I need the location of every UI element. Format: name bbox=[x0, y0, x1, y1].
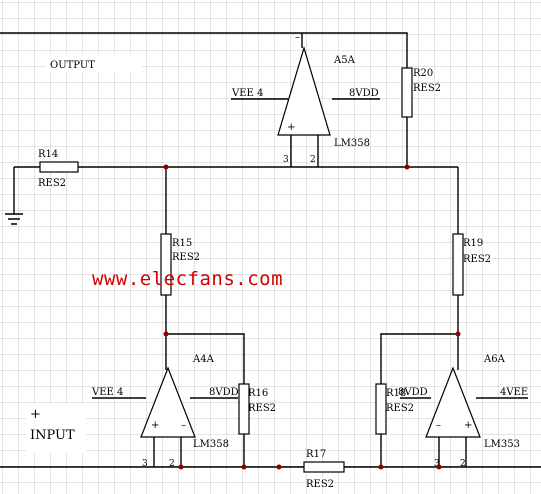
opamp-a5a-pin3: 3 bbox=[283, 155, 289, 165]
opamp-a5a-vee: VEE 4 bbox=[231, 88, 263, 99]
opamp-a5a-minus: – bbox=[295, 32, 300, 43]
resistor-r17-type: RES2 bbox=[306, 479, 334, 490]
junction-dot bbox=[276, 464, 282, 470]
resistor-r19-body bbox=[452, 233, 464, 296]
opamp-a4a-vdd: 8VDD bbox=[209, 387, 239, 398]
opamp-a4a-minus: – bbox=[181, 420, 186, 431]
resistor-r16-ref: R16 bbox=[248, 388, 268, 399]
opamp-a4a-name: A4A bbox=[192, 354, 215, 365]
opamp-a6a-vdd: 8VDD bbox=[398, 387, 428, 398]
junctions bbox=[163, 164, 461, 470]
input-plus-label: + bbox=[30, 407, 41, 422]
opamp-a4a-plus: + bbox=[151, 420, 159, 431]
junction-dot bbox=[178, 464, 184, 470]
resistor-r18-type: RES2 bbox=[386, 403, 414, 414]
resistor-r14-body bbox=[39, 161, 79, 173]
junction-dot bbox=[378, 464, 384, 470]
opamp-a6a-pin3: 3 bbox=[434, 459, 440, 469]
opamp-a5a-vdd: 8VDD bbox=[349, 88, 379, 99]
opamp-a6a-minus: – bbox=[436, 420, 441, 431]
opamp-a4a-body bbox=[140, 366, 196, 438]
resistor-r14-type: RES2 bbox=[38, 178, 66, 189]
opamp-a4a-vee: VEE 4 bbox=[91, 387, 123, 398]
opamp-a6a-plus: + bbox=[464, 420, 472, 431]
resistor-r16-body bbox=[238, 383, 250, 435]
resistor-r17-ref: R17 bbox=[306, 449, 326, 460]
ground-icon bbox=[5, 213, 23, 225]
input-label-patch bbox=[26, 403, 86, 453]
junction-dot bbox=[163, 331, 169, 337]
opamp-a5a-plus: + bbox=[287, 122, 295, 133]
junction-dot bbox=[436, 464, 442, 470]
opamp-a4a-pin2: 2 bbox=[169, 459, 175, 469]
opamp-a6a-pin2: 2 bbox=[460, 459, 466, 469]
resistor-r18-body bbox=[375, 383, 387, 435]
output-label-patch bbox=[46, 54, 142, 72]
output-label: OUTPUT bbox=[50, 60, 95, 71]
resistor-r15-body bbox=[160, 233, 172, 296]
opamp-a6a-body bbox=[425, 366, 481, 438]
resistor-r19-ref: R19 bbox=[463, 238, 483, 249]
opamp-a5a-body bbox=[277, 45, 331, 136]
opamp-a6a-name: A6A bbox=[483, 354, 506, 365]
opamp-a5a-part: LM358 bbox=[334, 138, 370, 149]
resistor-r15-type: RES2 bbox=[172, 252, 200, 263]
resistor-r16-type: RES2 bbox=[248, 403, 276, 414]
opamp-a5a-name: A5A bbox=[333, 55, 356, 66]
resistor-r15-ref: R15 bbox=[172, 238, 192, 249]
resistor-r18-ref: R18 bbox=[386, 388, 406, 399]
opamp-a4a-part: LM358 bbox=[193, 439, 229, 450]
opamp-a6a-part: LM353 bbox=[484, 439, 520, 450]
resistor-r19-type: RES2 bbox=[463, 254, 491, 265]
resistor-r20-type: RES2 bbox=[413, 83, 441, 94]
resistor-r14-ref: R14 bbox=[38, 149, 58, 160]
opamp-a6a-vee: 4VEE bbox=[500, 387, 528, 398]
resistor-r20-ref: R20 bbox=[413, 68, 433, 79]
resistor-r20-body bbox=[401, 67, 413, 118]
junction-dot bbox=[404, 164, 410, 170]
junction-dot bbox=[241, 464, 247, 470]
resistor-r17-body bbox=[303, 461, 345, 473]
opamp-a5a-pin2: 2 bbox=[310, 155, 316, 165]
opamp-a4a-pin3: 3 bbox=[142, 459, 148, 469]
watermark-text: www.elecfans.com bbox=[92, 268, 283, 290]
junction-dot bbox=[455, 331, 461, 337]
junction-dot bbox=[163, 164, 169, 170]
input-label: INPUT bbox=[30, 428, 75, 443]
